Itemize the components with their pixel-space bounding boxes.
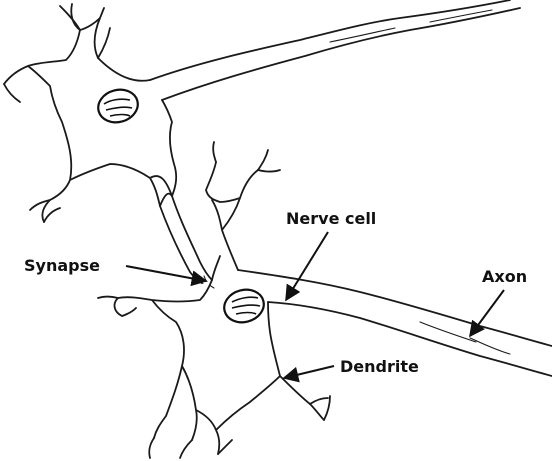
dendrite-arrow (284, 366, 334, 378)
nerve-cell-arrow (286, 232, 328, 300)
upper-axon (150, 0, 510, 80)
label-dendrite: Dendrite (340, 357, 419, 376)
label-synapse-group: Synapse (24, 256, 206, 281)
lower-cell-body (115, 162, 324, 454)
upper-nucleus (95, 85, 142, 126)
label-axon: Axon (482, 267, 527, 286)
upper-neuron (4, 0, 520, 222)
synapse-arrow (126, 266, 206, 281)
upper-cell-body (4, 4, 176, 222)
label-dendrite-group: Dendrite (284, 357, 419, 378)
axon-arrow (470, 290, 504, 336)
label-axon-group: Axon (470, 267, 527, 336)
label-synapse: Synapse (24, 256, 100, 275)
label-nerve-cell: Nerve cell (286, 209, 376, 228)
lower-neuron (98, 142, 552, 458)
